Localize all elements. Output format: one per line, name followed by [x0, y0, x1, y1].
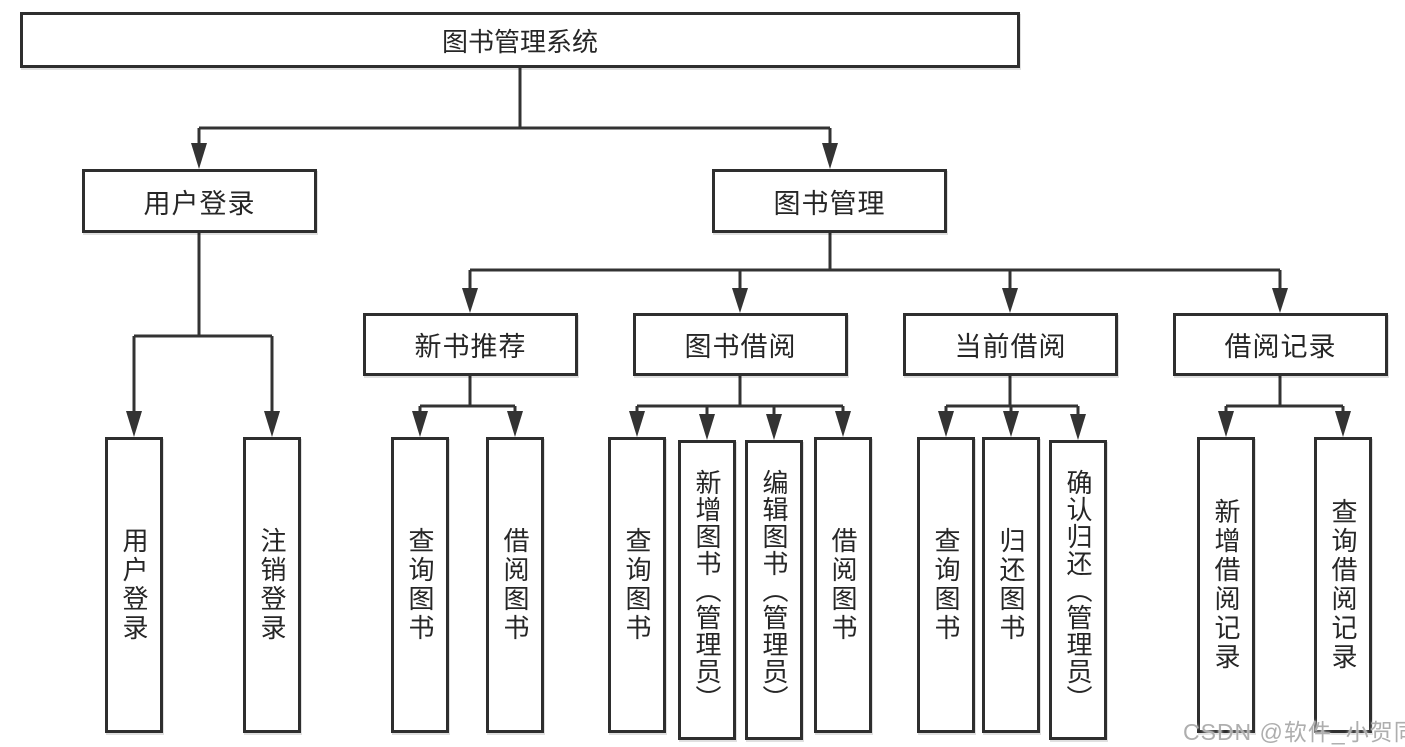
- leaf-return-book: 归还图书: [982, 437, 1040, 733]
- leaf-add-book-admin: 新增图书（管理员）: [678, 440, 736, 740]
- node-book-management: 图书管理: [712, 169, 947, 233]
- node-user-login: 用户登录: [82, 169, 317, 233]
- connector-strokes: [132, 68, 1345, 417]
- leaf-user-login: 用户登录: [105, 437, 163, 733]
- leaf-query-books-recommend: 查询图书: [391, 437, 449, 733]
- leaf-query-books-current: 查询图书: [917, 437, 975, 733]
- leaf-logout: 注销登录: [243, 437, 301, 733]
- node-root-system: 图书管理系统: [20, 12, 1020, 68]
- leaf-borrow-books-borrowing: 借阅图书: [814, 437, 872, 733]
- node-root-label: 图书管理系统: [441, 26, 598, 57]
- leaf-add-borrow-record-label: 新增借阅记录: [1211, 498, 1241, 672]
- node-book-management-label: 图书管理: [773, 188, 886, 219]
- leaf-query-books-borrowing-label: 查询图书: [622, 527, 652, 643]
- leaf-return-book-label: 归还图书: [996, 527, 1026, 643]
- leaf-borrow-books-recommend-label: 借阅图书: [500, 527, 530, 643]
- node-book-borrowing: 图书借阅: [633, 313, 848, 376]
- node-new-book-recommend-label: 新书推荐: [414, 332, 527, 362]
- leaf-query-borrow-record-label: 查询借阅记录: [1328, 498, 1358, 672]
- leaf-query-books-recommend-label: 查询图书: [405, 527, 435, 643]
- leaf-logout-label: 注销登录: [257, 527, 287, 643]
- leaf-query-books-current-label: 查询图书: [931, 527, 961, 643]
- leaf-add-borrow-record: 新增借阅记录: [1197, 437, 1255, 733]
- watermark-text: CSDN @软件_小贺同学: [1183, 719, 1405, 745]
- arrowheads: [126, 143, 1351, 440]
- leaf-query-borrow-record: 查询借阅记录: [1314, 437, 1372, 733]
- node-book-borrowing-label: 图书借阅: [684, 332, 797, 362]
- leaf-edit-book-admin-label: 编辑图书（管理员）: [759, 468, 789, 712]
- node-borrowing-records: 借阅记录: [1173, 313, 1388, 376]
- leaf-borrow-books-borrowing-label: 借阅图书: [828, 527, 858, 643]
- node-borrowing-records-label: 借阅记录: [1224, 332, 1337, 362]
- leaf-confirm-return-admin-label: 确认归还（管理员）: [1063, 468, 1093, 712]
- leaf-add-book-admin-label: 新增图书（管理员）: [692, 468, 722, 712]
- leaf-confirm-return-admin: 确认归还（管理员）: [1049, 440, 1107, 740]
- node-current-borrowing: 当前借阅: [903, 313, 1118, 376]
- leaf-query-books-borrowing: 查询图书: [608, 437, 666, 733]
- node-user-login-label: 用户登录: [143, 188, 256, 219]
- leaf-edit-book-admin: 编辑图书（管理员）: [745, 440, 803, 740]
- leaf-borrow-books-recommend: 借阅图书: [486, 437, 544, 733]
- node-current-borrowing-label: 当前借阅: [954, 332, 1067, 362]
- node-new-book-recommend: 新书推荐: [363, 313, 578, 376]
- leaf-user-login-label: 用户登录: [119, 527, 149, 643]
